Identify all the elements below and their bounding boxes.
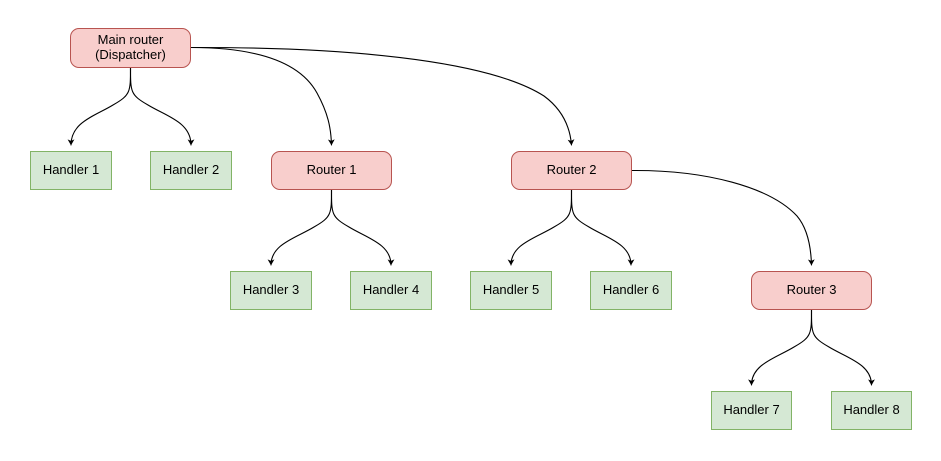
edge-router-2-to-handler-6 (570, 189, 635, 266)
node-handler-2[interactable]: Handler 2 (150, 151, 232, 190)
node-router-2[interactable]: Router 2 (511, 151, 632, 190)
node-label-handler-3: Handler 3 (242, 282, 300, 298)
edge-main-router-to-handler-2 (129, 67, 195, 146)
edge-router-2-to-router-3 (631, 169, 815, 266)
node-label-router-3: Router 3 (786, 282, 837, 298)
node-label-main-router: Main router (Dispatcher) (95, 32, 166, 62)
edge-router-3-to-handler-8 (810, 309, 875, 386)
node-label-handler-7: Handler 7 (723, 402, 780, 418)
edge-main-router-to-router-2 (190, 46, 575, 146)
node-handler-1[interactable]: Handler 1 (30, 151, 112, 190)
node-router-3[interactable]: Router 3 (751, 271, 872, 310)
node-handler-7[interactable]: Handler 7 (711, 391, 792, 430)
node-label-router-2: Router 2 (546, 162, 597, 178)
node-handler-4[interactable]: Handler 4 (350, 271, 432, 310)
node-label-handler-5: Handler 5 (482, 282, 540, 298)
edge-router-1-to-handler-3 (267, 189, 333, 266)
edge-router-2-to-handler-5 (507, 189, 573, 266)
node-main-router[interactable]: Main router (Dispatcher) (70, 28, 191, 68)
node-label-router-1: Router 1 (306, 162, 357, 178)
node-handler-8[interactable]: Handler 8 (831, 391, 912, 430)
node-label-handler-8: Handler 8 (843, 402, 900, 418)
node-label-handler-2: Handler 2 (162, 162, 220, 178)
edge-paths (67, 46, 875, 386)
node-handler-5[interactable]: Handler 5 (470, 271, 552, 310)
node-label-handler-1: Handler 1 (42, 162, 100, 178)
node-router-1[interactable]: Router 1 (271, 151, 392, 190)
edge-router-3-to-handler-7 (748, 309, 813, 386)
node-handler-3[interactable]: Handler 3 (230, 271, 312, 310)
node-label-handler-6: Handler 6 (602, 282, 660, 298)
node-handler-6[interactable]: Handler 6 (590, 271, 672, 310)
edge-router-1-to-handler-4 (330, 189, 395, 266)
edge-main-router-to-handler-1 (67, 67, 132, 146)
node-label-handler-4: Handler 4 (362, 282, 420, 298)
edge-main-router-to-router-1 (190, 46, 335, 146)
